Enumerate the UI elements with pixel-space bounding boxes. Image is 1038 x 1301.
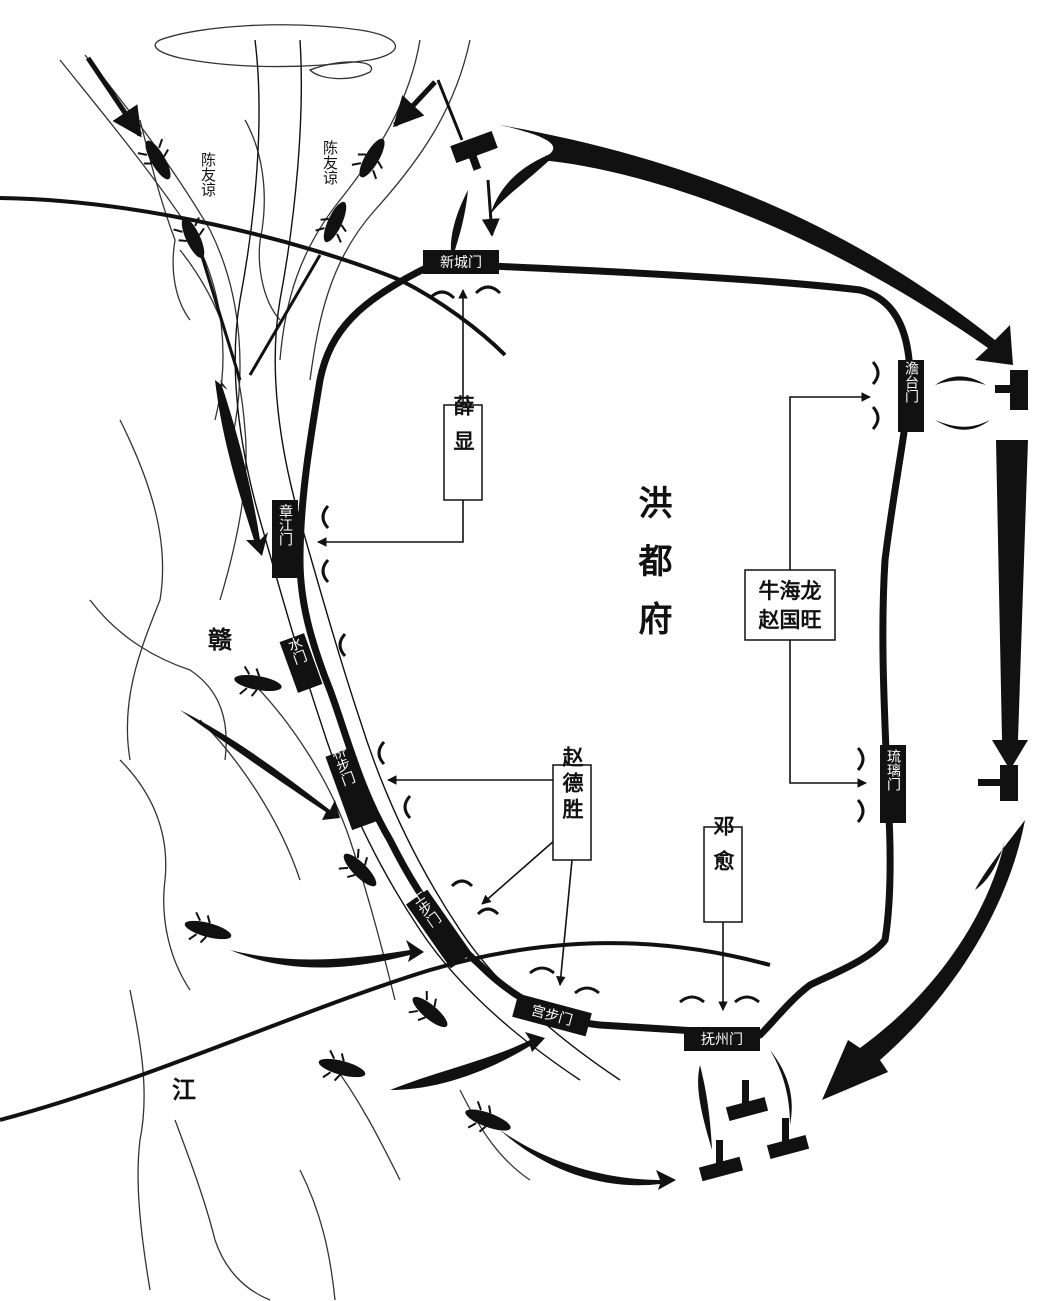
commander-label: 赵国旺	[758, 608, 822, 632]
attack-arrows	[180, 125, 1028, 1190]
gate-shui: 水门	[279, 633, 323, 693]
boat	[234, 665, 282, 697]
gate-fuzhou: 抚州门	[684, 1027, 760, 1051]
gate-label: 新城门	[440, 255, 482, 271]
boat	[318, 1049, 366, 1082]
commander-label: 赵德胜	[560, 745, 585, 824]
enemy-label-left: 陈友谅	[199, 151, 217, 197]
boat	[137, 138, 171, 180]
gate-liuli: 琉璃门	[880, 745, 906, 823]
city-wall	[296, 262, 914, 1039]
army-unit-icon	[450, 131, 498, 171]
army-unit-icon	[978, 765, 1018, 801]
boat	[338, 848, 377, 887]
city-name: 洪都府	[632, 485, 673, 659]
boat	[315, 201, 347, 243]
road-lines	[0, 196, 771, 1122]
gate-xincheng: 新城门	[423, 250, 499, 274]
commander-niu-zhao: 牛海龙 赵国旺	[744, 569, 836, 641]
gate-label: 澹台门	[903, 361, 919, 404]
commander-zhao-desheng: 赵德胜	[552, 745, 592, 861]
army-unit-icon	[995, 370, 1028, 410]
boat	[408, 990, 448, 1028]
terrain-contours	[59, 24, 531, 1301]
commander-deng-yu: 邓愈	[703, 815, 743, 923]
gate-label: 章江门	[277, 503, 293, 547]
army-unit-icon	[698, 1140, 744, 1182]
gate-gongbu: 宫步门	[512, 993, 592, 1037]
river-banks	[234, 39, 621, 1081]
gate-zhangjiang: 章江门	[272, 500, 298, 578]
army-unit-icon	[725, 1080, 769, 1121]
gate-yongtai: 澹台门	[898, 360, 924, 432]
river-label-jiang: 江	[172, 1076, 196, 1104]
army-units	[450, 131, 1028, 1182]
commander-label: 牛海龙	[759, 579, 822, 603]
gate-label: 琉璃门	[885, 749, 901, 792]
army-unit-icon	[766, 1118, 810, 1159]
defender-markers	[321, 285, 880, 1004]
gate-label: 抚州门	[701, 1032, 743, 1048]
boat	[351, 138, 385, 180]
enemy-label-right: 陈友谅	[321, 139, 339, 185]
boat	[173, 217, 205, 259]
boat	[184, 911, 232, 944]
command-lines	[317, 289, 871, 1011]
enemy-boats	[137, 138, 511, 1133]
commander-label: 邓愈	[711, 815, 735, 885]
boat	[465, 1101, 511, 1133]
commander-label: 薛显	[451, 395, 475, 465]
enemy-approach-lines	[85, 56, 500, 381]
commander-xue-xian: 薛显	[443, 395, 483, 501]
river-label-gan: 赣	[208, 626, 233, 654]
